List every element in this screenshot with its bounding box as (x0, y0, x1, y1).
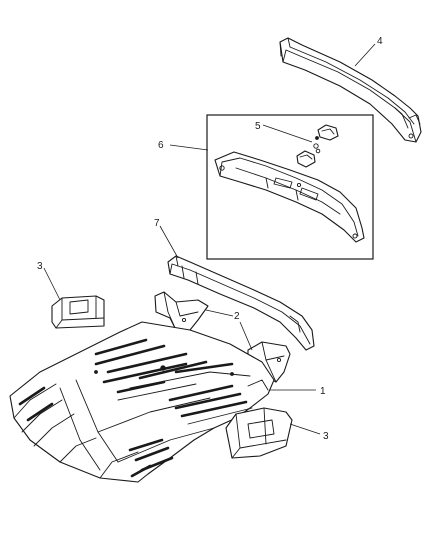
callout-1: 1 (320, 386, 326, 397)
part-7-rail (167, 255, 315, 351)
callout-5: 5 (255, 121, 261, 132)
detail-frame (206, 114, 374, 260)
callout-4: 4 (377, 36, 383, 47)
callout-2: 2 (234, 311, 240, 322)
part-4-crossmember (279, 37, 422, 143)
part-3-bracket-right (225, 407, 293, 459)
part-5-bracket (296, 124, 339, 168)
callout-3-right: 3 (323, 431, 329, 442)
part-2-bracket-upper (154, 291, 209, 331)
callout-6: 6 (158, 140, 164, 151)
part-6-crossmember (214, 151, 365, 243)
callout-3-left: 3 (37, 261, 43, 272)
leader-lines (43, 43, 376, 435)
callout-7: 7 (154, 218, 160, 229)
part-3-bracket-left (51, 295, 105, 329)
